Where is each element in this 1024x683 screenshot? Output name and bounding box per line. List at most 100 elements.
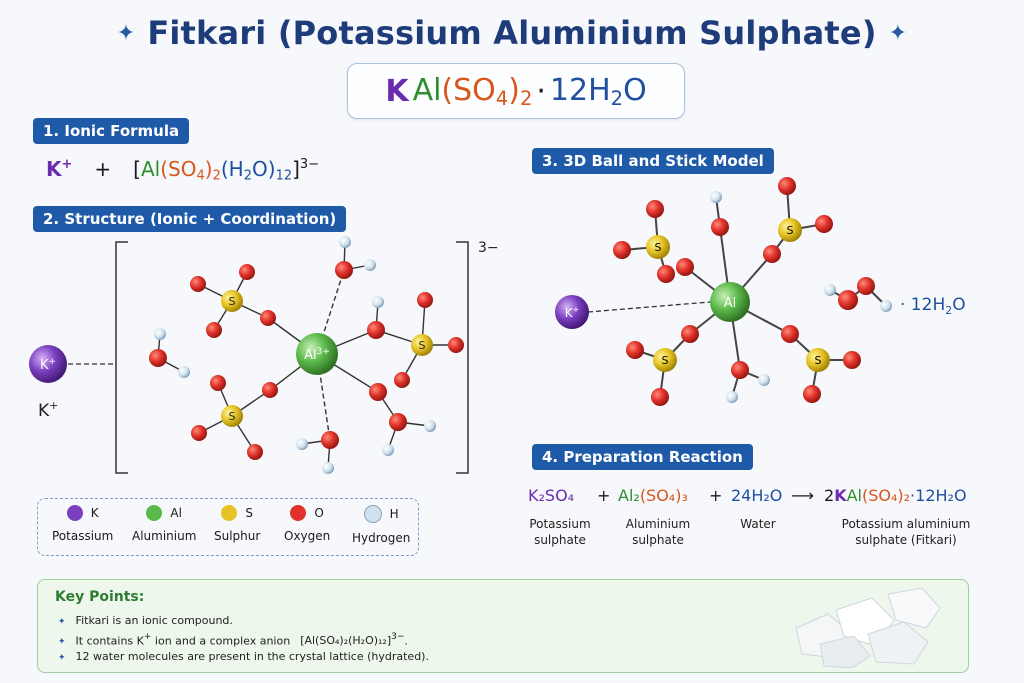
oxygen-atom: [417, 292, 433, 308]
formula-so-sub: 4: [495, 86, 509, 110]
page-title-text: Fitkari (Potassium Aluminium Sulphate): [147, 14, 877, 52]
ionic-paren: (: [160, 157, 169, 181]
oxygen-atom: [260, 310, 276, 326]
formula-close: ): [508, 72, 520, 108]
ionic-paren: ): [204, 157, 213, 181]
oxygen-atom: [239, 264, 255, 280]
legend-item-aluminium: Al Aluminium: [132, 505, 196, 543]
water-oxygen: [335, 261, 353, 279]
ionic-h: H: [228, 157, 244, 181]
reaction-plus: +: [709, 486, 723, 505]
hydrogen-atom: [178, 366, 190, 378]
water-oxygen: [321, 431, 339, 449]
sparkle-icon: ✦: [116, 21, 136, 46]
product-so4: (SO₄)₂: [861, 486, 911, 505]
k-atom-label: K+: [40, 357, 56, 373]
section-3d-model: 3. 3D Ball and Stick Model: [532, 148, 774, 174]
ball-stick-model: K+ Al S S S S · 12H2O: [555, 177, 966, 406]
key-point: ✦It contains K+ ion and a complex anion[…: [58, 632, 408, 647]
sulphur-atom-3d: [653, 348, 677, 372]
legend-symbol: K: [90, 506, 99, 520]
sparkle-icon: ✦: [888, 21, 908, 46]
label-potassium-sulphate: Potassium sulphate: [529, 517, 591, 547]
legend-name: Hydrogen: [352, 531, 411, 545]
legend-symbol: S: [245, 506, 253, 520]
s-label: S: [229, 295, 236, 308]
ionic-k: K+: [46, 157, 72, 181]
reactant-so4: (SO₄)₃: [639, 486, 688, 505]
legend-item-oxygen: O Oxygen: [284, 505, 330, 543]
sulphur-atom-3d: [806, 348, 830, 372]
reactant-al2so43: Al₂(SO₄)₃: [618, 486, 688, 505]
ionic-charge: 3−: [299, 157, 320, 173]
sulphur-atom: [221, 290, 243, 312]
reaction-plus: +: [597, 486, 611, 505]
bullet-icon: ✦: [58, 637, 66, 648]
legend-name: Potassium: [52, 529, 114, 543]
s-label-3d: S: [662, 354, 669, 367]
formula-close-sub: 2: [519, 86, 533, 110]
al-atom-label-3d: Al: [724, 296, 737, 311]
oxygen-atom: [394, 372, 410, 388]
sulphur-atom-3d: [778, 218, 802, 242]
product-al: Al: [846, 486, 862, 505]
legend-item-sulphur: S Sulphur: [214, 505, 260, 543]
ionic-so: SO: [168, 157, 197, 181]
hydrogen-atom: [322, 462, 334, 474]
s-label: S: [419, 339, 426, 352]
formula-water-sub: 2: [610, 86, 624, 110]
s-label-3d: S: [815, 354, 822, 367]
hydrogen-atom: [382, 444, 394, 456]
formula-box: K Al(SO4)2 · 12H2O: [347, 63, 685, 119]
ionic-k-symbol: K: [46, 157, 62, 181]
oxygen-atom: [448, 337, 464, 353]
s-label-3d: S: [787, 224, 794, 237]
hydrogen-atom: [424, 420, 436, 432]
water-oxygen: [149, 349, 167, 367]
ionic-sub: 2: [212, 168, 221, 184]
hydrogen-atom: [296, 438, 308, 450]
k-ionic-link-3d: [587, 301, 711, 313]
ionic-sub-12: 12: [275, 168, 293, 184]
water-oxygen: [369, 383, 387, 401]
oxygen-atoms-3d: [613, 177, 875, 406]
formula-al: Al: [412, 72, 442, 108]
atom-legend: K Potassium Al Aluminium S Sulphur O Oxy…: [37, 498, 419, 556]
water-oxygen: [367, 321, 385, 339]
section-ionic-formula: 1. Ionic Formula: [33, 118, 190, 144]
formula-dot: ·: [536, 73, 546, 109]
sulphur-atom-3d: [646, 235, 670, 259]
bullet-icon: ✦: [58, 617, 66, 627]
oxygen-atom: [247, 444, 263, 460]
sulphur-atom: [411, 334, 433, 356]
s-label: S: [229, 410, 236, 423]
right-bracket: [456, 241, 469, 474]
product-coef: 2: [824, 486, 835, 505]
structure-diagram: 3− K+ Al3+ S S S: [29, 236, 499, 474]
key-point-text: 12 water molecules are present in the cr…: [75, 650, 429, 663]
product-water: ·12H₂O: [910, 486, 967, 505]
reactant-k2so4: K₂SO₄: [528, 486, 575, 505]
ionic-formula: K+ + [Al(SO4)2(H2O)12]3−: [46, 157, 319, 183]
legend-ball-icon: [146, 505, 163, 521]
legend-symbol: Al: [170, 506, 182, 520]
label-aluminium-sulphate: Aluminium sulphate: [625, 517, 691, 547]
model-atoms: K+ Al S S S S: [555, 177, 892, 406]
hydrogen-atom: [154, 328, 166, 340]
water-oxygen: [389, 413, 407, 431]
aluminium-atom: [296, 333, 338, 375]
hydrogen-atom: [372, 296, 384, 308]
key-point-text: It contains K: [75, 634, 144, 648]
s-label-3d: S: [655, 241, 662, 254]
oxygen-atom: [262, 382, 278, 398]
key-points-panel: Key Points: ✦Fitkari is an ionic compoun…: [37, 579, 969, 673]
reactant-al: Al₂: [618, 486, 640, 505]
reactant-water: 24H₂O: [731, 486, 783, 505]
ionic-lbracket: [: [133, 157, 141, 181]
bracket-charge: 3−: [478, 240, 499, 256]
formula-water-h: 12H: [549, 72, 611, 108]
structure-atoms: K+ Al3+ S S S: [29, 236, 464, 474]
ionic-plus: +: [94, 157, 112, 181]
key-point-text: ion and a complex anion: [151, 634, 291, 648]
potassium-atom: [29, 345, 67, 383]
